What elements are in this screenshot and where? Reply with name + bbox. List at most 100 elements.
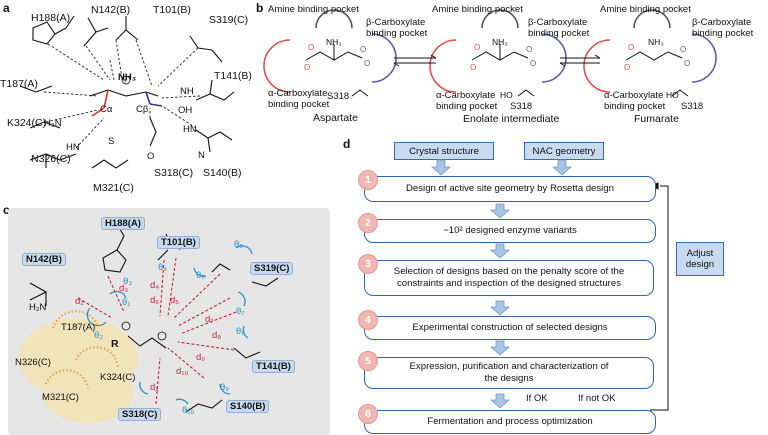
distance-d4: d₄ — [150, 280, 160, 291]
input-nac-geometry: NAC geometry — [524, 142, 604, 160]
m321-s: S — [108, 136, 115, 147]
svg-text:O: O — [360, 45, 366, 54]
panel-d-letter: d — [343, 137, 351, 151]
s140-n: N — [198, 150, 205, 161]
distance-d6: d₆ — [150, 295, 160, 306]
svg-text:O: O — [684, 59, 690, 68]
fumarate-s318: S318 — [681, 101, 704, 112]
step-5-number: 5 — [358, 351, 378, 371]
residue-h188a: H188(A) — [31, 12, 71, 24]
enolate-alpha-pocket: α-Carboxylate binding pocket — [436, 90, 498, 112]
svg-text:O: O — [470, 63, 476, 72]
aspartate-label: Aspartate — [313, 112, 358, 124]
fumarate-alpha-pocket: α-Carboxylate binding pocket — [604, 90, 666, 112]
angle-theta2: θ₂ — [94, 330, 103, 341]
if-ok-label: If OK — [526, 393, 548, 404]
panel-b-letter: b — [256, 1, 264, 15]
step-6-box: Fermentation and process optimization — [364, 410, 656, 434]
step-5-text: Expression, purification and characteriz… — [409, 361, 609, 384]
residue-m321c-c: M321(C) — [42, 392, 79, 403]
angle-theta7: θ₇ — [236, 306, 245, 317]
step-5-box: Expression, purification and characteriz… — [364, 357, 654, 389]
svg-text:O: O — [308, 43, 314, 52]
fumarate-ho: HO — [666, 90, 679, 100]
aspartate-amine-pocket: Amine binding pocket — [268, 4, 359, 15]
angle-theta4: θ₄ — [158, 262, 168, 273]
svg-text:+: + — [123, 78, 127, 85]
distance-d7: d₇ — [205, 314, 214, 325]
step-3-text: Selection of designs based on the penalt… — [393, 266, 625, 289]
fumarate-label: Fumarate — [634, 113, 679, 125]
residue-n142b: N142(B) — [91, 4, 131, 16]
beta-carboxylate — [145, 91, 163, 107]
residue-k324c: K324(C) — [7, 117, 47, 129]
n326-hn: HN — [66, 142, 80, 153]
step-6-number: 6 — [358, 404, 378, 424]
distance-d10: d₁₀ — [176, 366, 189, 377]
step-1-text: Design of active site geometry by Rosett… — [406, 183, 614, 194]
input-crystal-structure: Crystal structure — [394, 142, 494, 160]
aspartate-beta-pocket: β-Carboxylate binding pocket — [366, 17, 428, 39]
distance-d8: d₈ — [212, 330, 222, 341]
distance-d5: d₅ — [170, 295, 180, 306]
c-h2n: H₂N — [29, 302, 47, 313]
chip-s318c: S318(C) — [118, 408, 162, 421]
aspartate-alpha-pocket: α-Carboxylate binding pocket — [268, 88, 330, 110]
distance-d1: d₁ — [150, 382, 159, 393]
enolate-amine-pocket: Amine binding pocket — [432, 4, 523, 15]
svg-text:O: O — [304, 63, 310, 72]
distance-d2: d₂ — [75, 296, 84, 307]
alpha-carboxylate — [91, 89, 109, 117]
panel-c-letter: c — [3, 203, 10, 217]
step-3-box: Selection of designs based on the penalt… — [364, 260, 654, 296]
step-1-box: Design of active site geometry by Rosett… — [364, 176, 656, 202]
angle-theta6: θ₆ — [234, 239, 244, 250]
aspartate-s318: S318 — [327, 91, 350, 102]
angle-theta9: θ₉ — [220, 382, 230, 393]
beta-c-label: Cβ — [136, 104, 149, 115]
angle-theta1: θ₁ — [122, 297, 131, 308]
enolate-ho: HO — [500, 90, 513, 100]
svg-text:O: O — [474, 43, 480, 52]
panel-d-arrows — [430, 159, 669, 411]
imidazole-ring — [32, 21, 56, 45]
residue-s319c: S319(C) — [209, 14, 249, 26]
svg-text:O: O — [628, 43, 634, 52]
step-3-number: 3 — [358, 254, 378, 274]
angle-theta5: θ₅ — [196, 270, 206, 281]
s140-hn: HN — [183, 124, 197, 135]
c-r-group: R — [111, 338, 119, 350]
residue-n326c-c: N326(C) — [15, 357, 51, 368]
step-2-box: ~10² designed enzyme variants — [364, 219, 656, 243]
aspartate-nh3: NH₃ — [326, 37, 342, 47]
chip-t101b: T101(B) — [157, 236, 200, 249]
step-4-box: Experimental construction of selected de… — [364, 316, 656, 340]
angle-theta10: θ₁₀ — [182, 405, 195, 416]
svg-text:O: O — [530, 59, 536, 68]
step-6-text: Fermentation and process optimization — [427, 416, 593, 427]
enolate-beta-pocket: β-Carboxylate binding pocket — [528, 17, 590, 39]
residue-t187a: T187(A) — [0, 78, 38, 90]
panel-b-structures: OO OO OO OO OO OO — [263, 9, 717, 97]
fumarate-beta-pocket: β-Carboxylate binding pocket — [692, 17, 754, 39]
step-2-text: ~10² designed enzyme variants — [443, 225, 577, 236]
distance-d3: d₃ — [119, 283, 129, 294]
svg-text:O: O — [680, 45, 686, 54]
chip-s140b: S140(B) — [226, 400, 270, 413]
angle-theta8: θ₈ — [236, 326, 246, 337]
chip-n142b: N142(B) — [22, 253, 66, 266]
residue-t187a-c: T187(A) — [61, 322, 96, 333]
distance-d9: d₉ — [196, 352, 206, 363]
residue-s140b: S140(B) — [203, 167, 242, 179]
alpha-c-label: Cα — [100, 104, 113, 115]
chip-t141b: T141(B) — [252, 360, 295, 373]
panel-c-structure — [18, 225, 279, 423]
fumarate-amine-pocket: Amine binding pocket — [600, 4, 691, 15]
substrate-nh3: NH₃ — [118, 72, 137, 83]
residue-t141b: T141(B) — [214, 70, 252, 82]
residue-n326c: N326(C) — [31, 153, 71, 165]
residue-m321c: M321(C) — [93, 182, 134, 194]
svg-text:O: O — [624, 63, 630, 72]
s318-o: O — [147, 151, 155, 162]
panel-a-structure: + — [19, 15, 235, 169]
